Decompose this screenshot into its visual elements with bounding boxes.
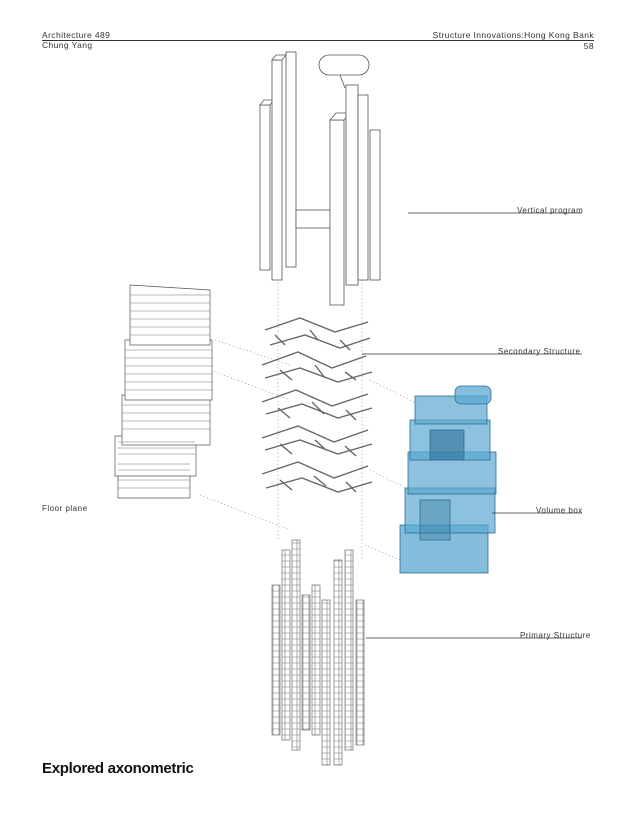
secondary-structure-trusses	[261, 317, 373, 493]
label-primary-structure: Primary Structure	[520, 631, 591, 640]
header-course: Architecture 489	[42, 30, 111, 40]
vertical-program-tower	[259, 51, 381, 306]
header-author: Chung Yang	[42, 40, 93, 50]
label-volume-box: Volume box	[536, 506, 583, 515]
floor-planes-stack	[114, 284, 213, 499]
header-rule	[42, 40, 594, 41]
label-secondary-structure: Secondary Structure	[498, 347, 581, 356]
label-vertical-program: Vertical program	[517, 206, 584, 215]
header-subject: Structure Innovations:Hong Kong Bank	[432, 30, 594, 40]
primary-structure-columns	[271, 539, 365, 766]
page-caption: Explored axonometric	[42, 760, 194, 777]
volume-boxes	[399, 385, 497, 574]
alignment-dotted-lines	[199, 275, 421, 561]
label-floor-plane: Floor plane	[42, 504, 88, 513]
leader-lines	[362, 212, 582, 639]
header-page-number: 58	[583, 41, 594, 51]
